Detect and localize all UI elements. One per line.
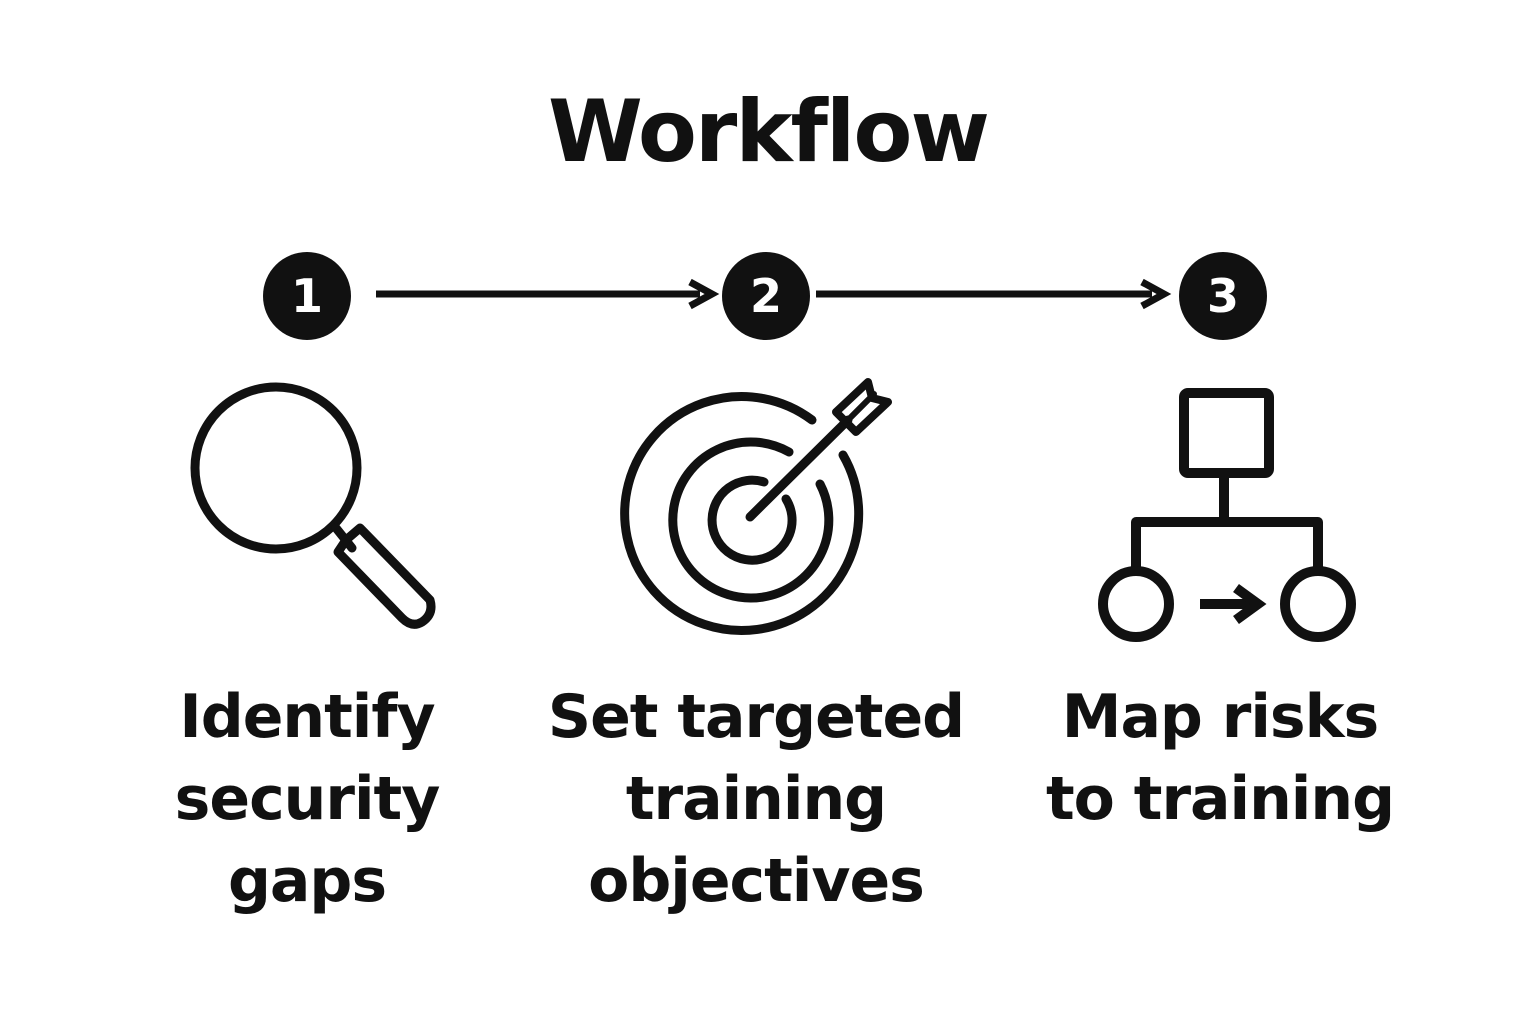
step-number-1: 1 xyxy=(291,269,323,323)
step-1-line-1: Identify xyxy=(179,682,435,752)
step-1-line-3: gaps xyxy=(227,846,387,916)
step-badge-3: 3 xyxy=(1179,252,1267,340)
step-3-line-2: to training xyxy=(1045,764,1395,834)
diagram-title: Workflow xyxy=(548,82,990,182)
step-2-line-1: Set targeted xyxy=(547,682,965,752)
step-2-line-3: objectives xyxy=(588,846,925,916)
target-arrow-icon xyxy=(620,378,892,635)
connector-arrow-1-2 xyxy=(376,278,720,310)
step-badge-2: 2 xyxy=(722,252,810,340)
step-label-3: Map risks to training xyxy=(990,676,1450,840)
step-number-2: 2 xyxy=(750,269,782,323)
step-3-line-1: Map risks xyxy=(1061,682,1380,752)
step-label-2: Set targeted training objectives xyxy=(526,676,986,922)
hierarchy-map-icon xyxy=(1098,388,1356,642)
magnifying-glass-icon xyxy=(190,382,436,629)
step-label-1: Identify security gaps xyxy=(77,676,537,922)
step-number-3: 3 xyxy=(1207,269,1239,323)
step-2-line-2: training xyxy=(625,764,887,834)
step-badge-1: 1 xyxy=(263,252,351,340)
step-1-line-2: security xyxy=(174,764,441,834)
connector-arrow-2-3 xyxy=(816,278,1172,310)
